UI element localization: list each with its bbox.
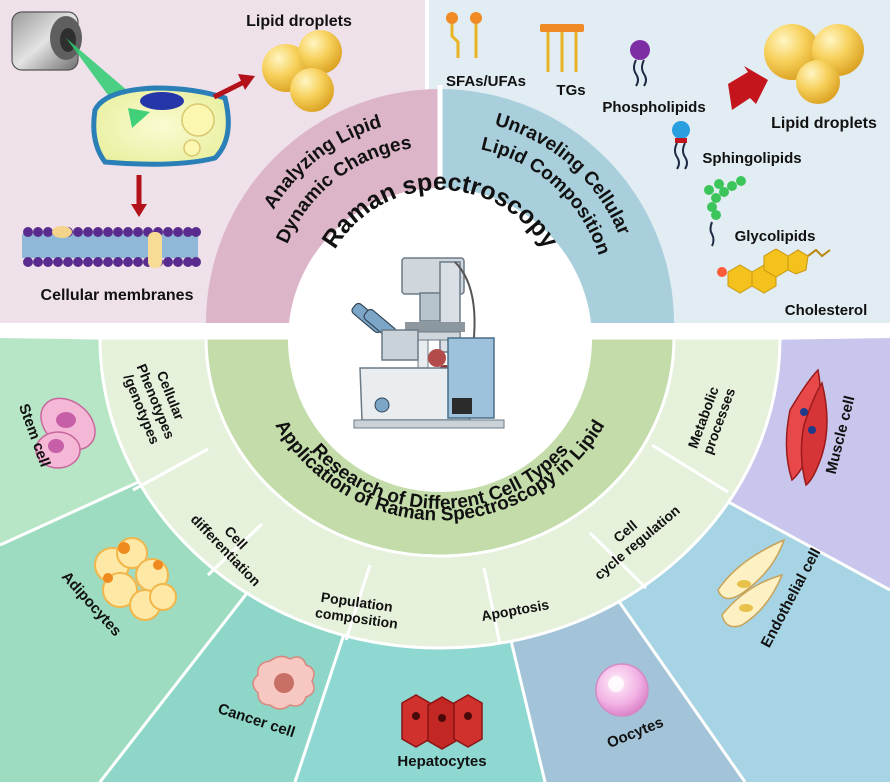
glycolipid-icon (704, 176, 746, 247)
glycolipids-label: Glycolipids (735, 228, 816, 245)
sfas-ufas-icon (446, 12, 482, 58)
arrow-to-droplets-right-icon (728, 66, 768, 110)
cancer-cell-icon (252, 655, 315, 710)
segment-dividers (132, 443, 729, 645)
arrow-down-icon (131, 175, 147, 217)
endothelial-cell-icon (717, 538, 786, 628)
adipocytes-icon (94, 537, 177, 621)
lipid-droplets-right-label: Lipid droplets (771, 115, 877, 132)
lipid-droplets-left-icon (262, 30, 342, 112)
microscope-icon (351, 257, 505, 429)
hepatocytes-label: Hepatocytes (397, 753, 486, 770)
tgs-icon (540, 24, 584, 72)
sphingolipids-label: Sphingolipids (702, 150, 801, 167)
lipid-droplets-left-label: Lipid droplets (246, 13, 352, 30)
hepatocytes-icon (401, 694, 483, 750)
sfas-ufas-label: SFAs/UFAs (446, 73, 526, 90)
phospholipids-label: Phospholipids (602, 99, 705, 116)
lipid-droplets-right-icon (764, 24, 864, 104)
phospholipid-icon (630, 40, 650, 87)
cholesterol-label: Cholesterol (785, 302, 868, 319)
tgs-label: TGs (556, 82, 585, 99)
membrane-icon (22, 226, 201, 268)
cellular-membranes-label: Cellular membranes (41, 287, 194, 304)
sphingolipid-icon (672, 121, 690, 170)
stem-cell-icon (35, 397, 96, 469)
arrow-to-droplets-icon (212, 74, 255, 100)
cholesterol-icon (717, 248, 831, 294)
oocyte-icon (595, 663, 649, 717)
muscle-cell-icon (785, 368, 828, 487)
cell-icon (91, 85, 231, 167)
